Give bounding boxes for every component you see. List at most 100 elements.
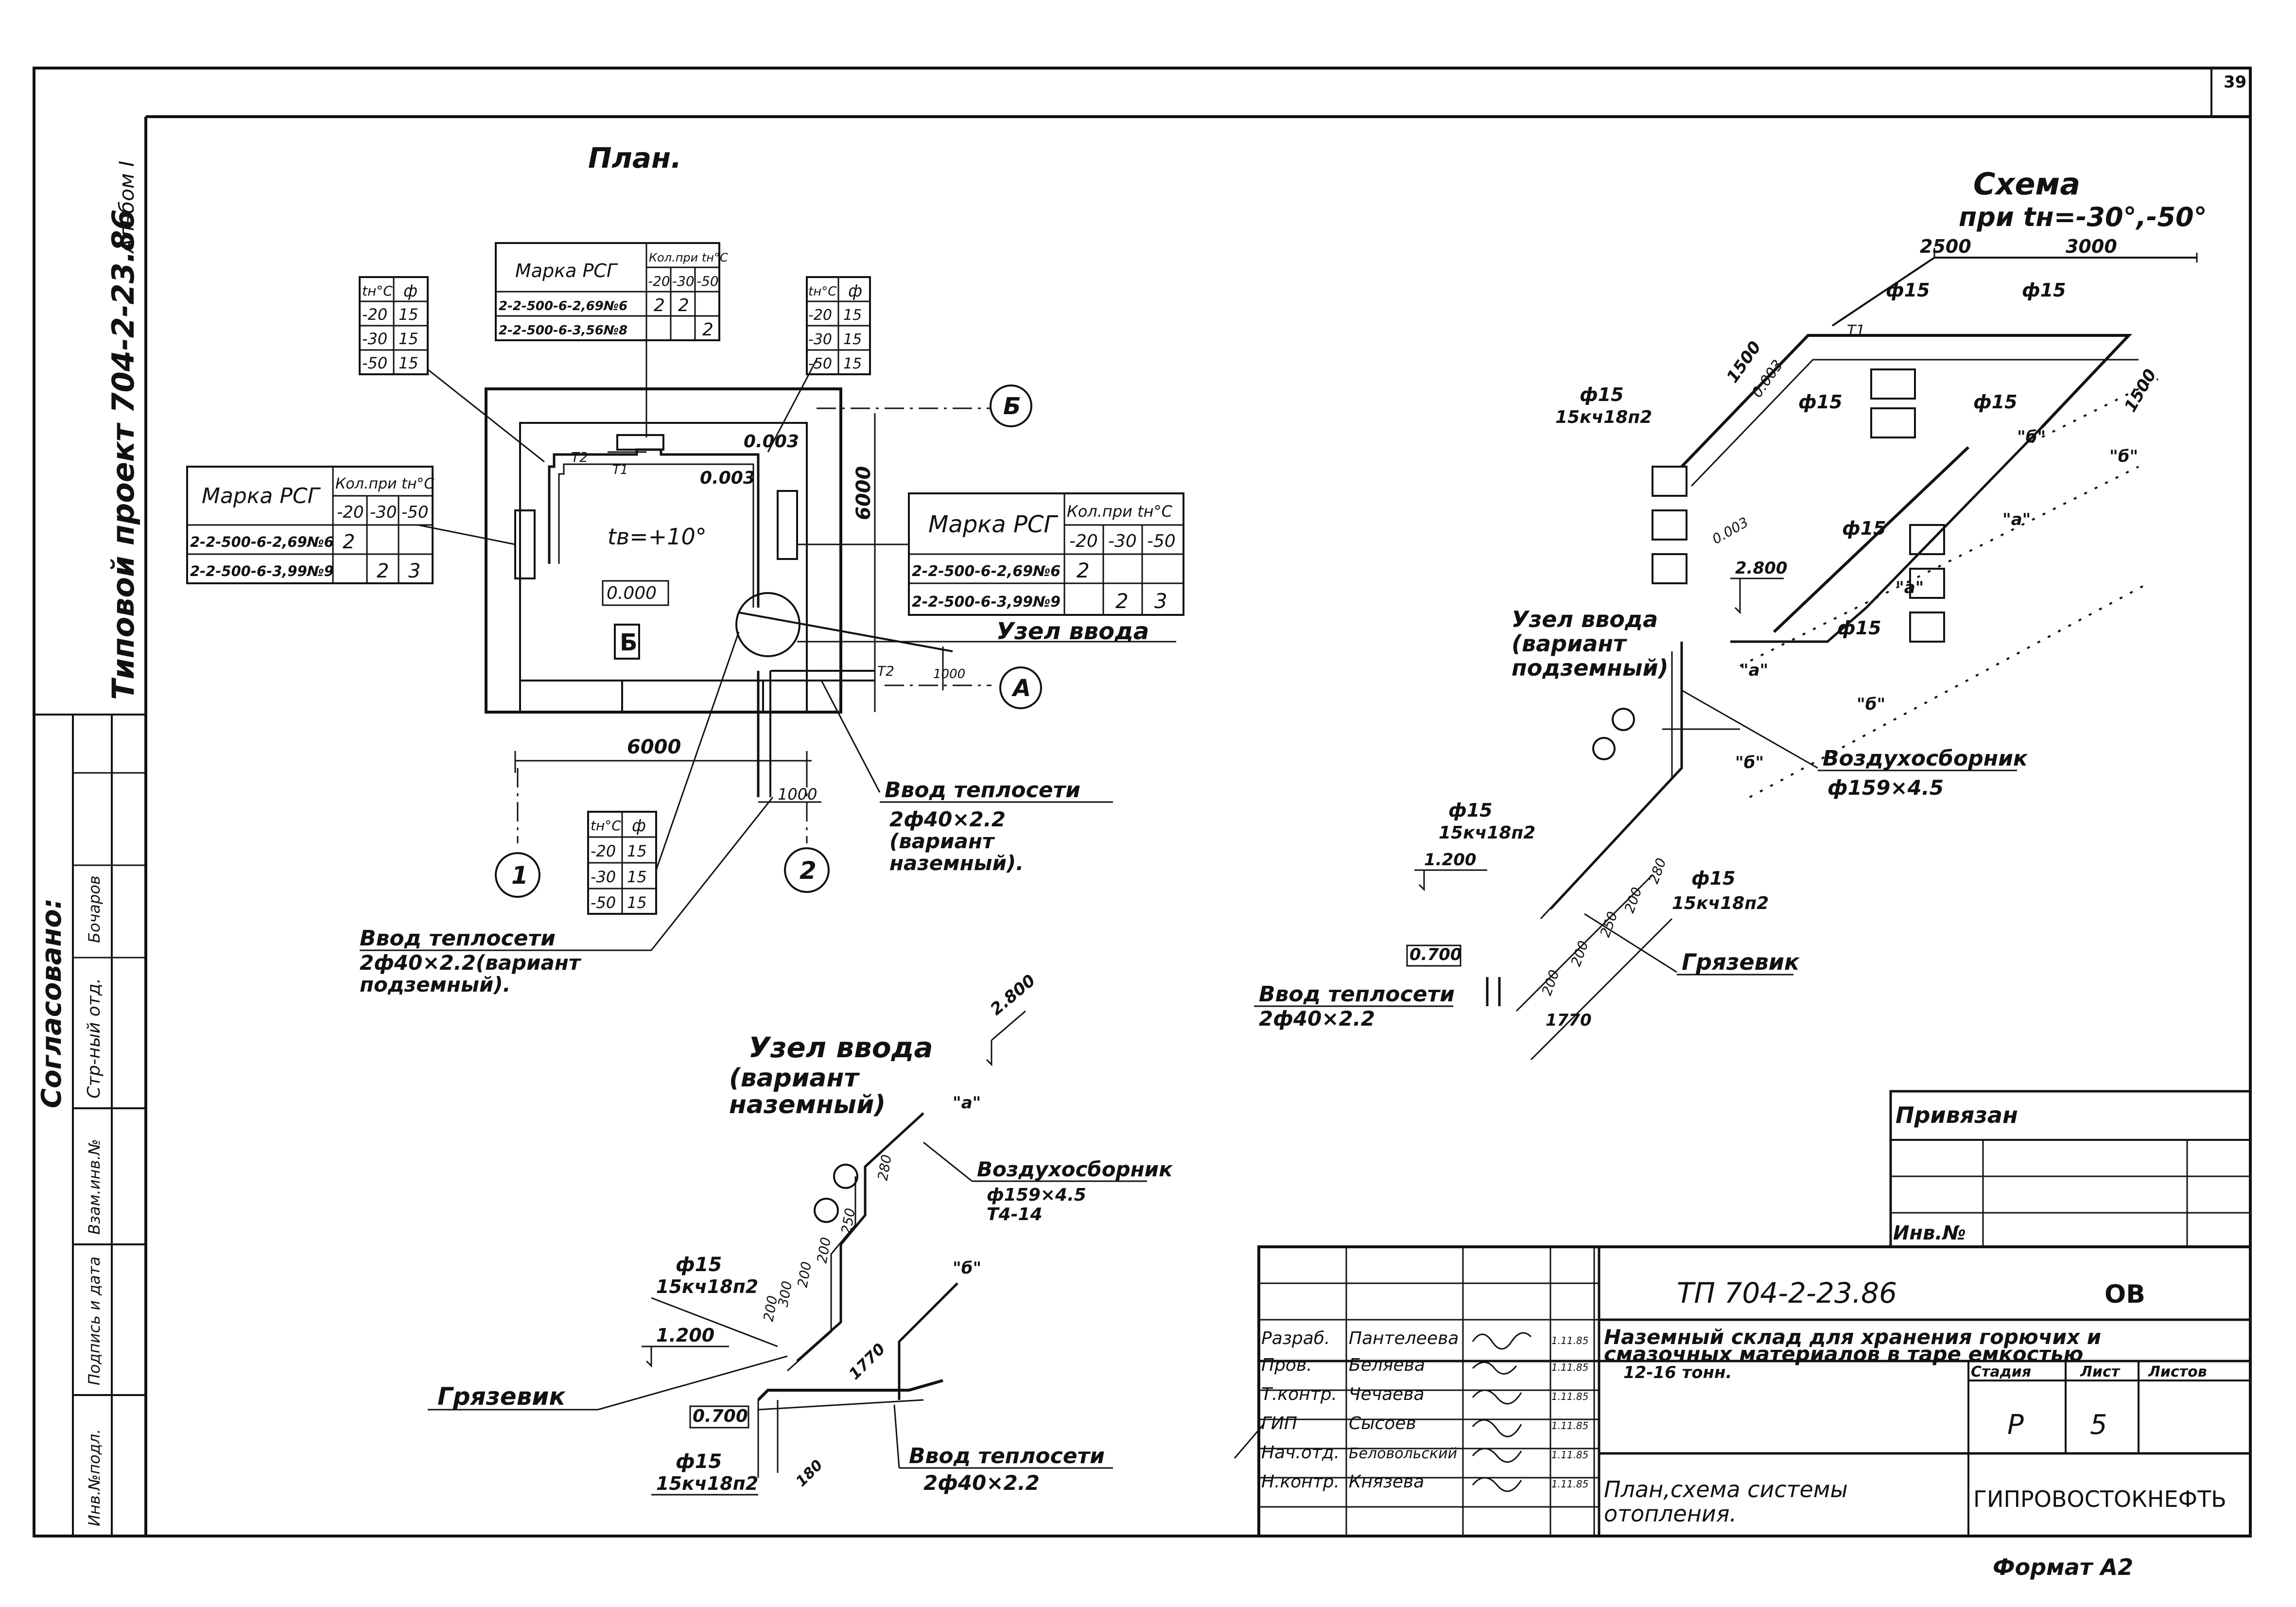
inlet-ground-line2: 2ф40×2.2: [889, 807, 1006, 831]
dim-6000-vertical: 6000: [852, 466, 875, 520]
rsg-table-left: Марка РСГ Кол.при tн°С -20 -30 -50 2-2-5…: [186, 466, 434, 584]
room-code: Б: [620, 629, 638, 656]
inlet-ground-line1: Ввод теплосети: [885, 778, 1080, 803]
inlet-node-ground: Узел ввода (вариант наземный) 2.800 1.20…: [428, 971, 1173, 1496]
rsg-left-row1-mark: 2-2-500-6-2,69№6: [190, 534, 334, 550]
heating-scheme: Схема при tн=-30°,-50° 2500 3000 1500 15…: [1254, 166, 2207, 1061]
tb-name-1: Пантелеева: [1349, 1328, 1459, 1348]
tb-date-6: 1.11.85: [1551, 1478, 1588, 1490]
rsg-top-row1-q20: 2: [654, 296, 665, 315]
dia-table-top-right: tн°С ф -20 15 -30 15 -50 15: [806, 276, 871, 375]
dia-tl-r1-t: -20: [362, 305, 387, 324]
rsg-top-row1-q30: 2: [678, 296, 689, 315]
tb-date-3: 1.11.85: [1551, 1391, 1588, 1402]
scheme-dim-1770: 1770: [1546, 1011, 1592, 1030]
dia-tr-r1-d: 15: [843, 307, 862, 324]
building-inner-wall: [519, 422, 808, 681]
tb-role-2: Пров.: [1261, 1355, 1312, 1375]
dia-tr-h-d: ф: [848, 281, 862, 301]
pipe-t1: Т1: [612, 463, 628, 477]
dia-tl-r1-d: 15: [399, 305, 418, 324]
tb-role-4: ГИП: [1261, 1414, 1297, 1433]
project-code-vertical: Типовой проект 704-2-23.86: [105, 209, 141, 700]
tb-name-6: Князева: [1349, 1472, 1424, 1492]
node-dim-200-2: 200: [794, 1260, 815, 1289]
node-ground-title1: Узел ввода: [748, 1031, 933, 1064]
node-ground-title2: (вариант: [729, 1064, 860, 1093]
col-sign-label: Подпись и дата: [85, 1257, 104, 1385]
tb-name-5: Беловольский: [1349, 1445, 1457, 1462]
agreed-label: Согласовано:: [36, 898, 68, 1108]
rsg-left-row1-q20: 2: [343, 531, 355, 553]
dia-tl-r3-t: -50: [362, 354, 387, 372]
radiator-top: [616, 434, 664, 451]
dept-label: Стр-ный отд.: [84, 978, 104, 1099]
scheme-marker-a-1: "а": [1740, 661, 1768, 680]
scheme-level-1200: 1.200: [1424, 850, 1477, 870]
signature-4: [1472, 1419, 1522, 1437]
inlet-ground-line3: (вариант: [889, 829, 995, 853]
axis-1: 1: [511, 861, 528, 890]
rsg-right-row2-q50: 3: [1154, 589, 1167, 613]
tb-role-6: Н.контр.: [1261, 1472, 1339, 1492]
rsg-left-temp-50: -50: [401, 503, 429, 522]
tb-project-name-2: смазочных материалов в таре емкостью: [1604, 1342, 2083, 1366]
scheme-dim-1500b: 1500: [2121, 366, 2160, 416]
scheme-inlet-line2: 2ф40×2.2: [1259, 1007, 1375, 1031]
rsg-top-temp-20: -20: [648, 273, 670, 289]
tb-role-3: Т.контр.: [1261, 1384, 1337, 1404]
node-gauge-1: [833, 1164, 858, 1189]
building-outer-wall: [485, 387, 842, 714]
tb-name-2: Беляева: [1349, 1355, 1425, 1375]
signature-1: [1472, 1332, 1532, 1350]
left-margin: Альбом I Типовой проект 704-2-23.86 Согл…: [34, 161, 146, 1536]
scheme-marker-a-3: "а": [2002, 510, 2031, 529]
scheme-d15-2: ф15: [2022, 279, 2066, 301]
node-mud: Грязевик: [437, 1382, 566, 1411]
tb-stage: Р: [2007, 1409, 2024, 1441]
scheme-level-2800: 2.800: [1735, 559, 1788, 578]
dia-b-h-t: tн°С: [591, 818, 621, 834]
plan-title: План.: [588, 141, 681, 175]
dia-table-top-left: tн°С ф -20 15 -30 15 -50 15: [359, 276, 429, 375]
scheme-d15-8: ф15: [1448, 800, 1493, 821]
node-level-1200: 1.200: [656, 1325, 714, 1346]
floor-level: 0.000: [607, 583, 657, 603]
title-block: Привязан Инв.№ ТП 704-2-23.86 ОВ Наземны…: [1234, 1090, 2252, 1537]
privyazan-label: Привязан: [1896, 1102, 2018, 1128]
scheme-valve-2: 15кч18п2: [1439, 823, 1535, 843]
inlet-underground-line3: подземный).: [360, 973, 511, 996]
scheme-dim-200-1: 200: [1539, 968, 1563, 998]
scheme-dim-200-3: 200: [1621, 885, 1645, 915]
rsg-top-row1-mark: 2-2-500-6-2,69№6: [499, 299, 627, 314]
col-replace-label: Взам.инв.№: [85, 1139, 104, 1235]
rsg-left-row2-mark: 2-2-500-6-3,99№9: [190, 563, 334, 579]
dia-b-r3-d: 15: [627, 893, 647, 912]
dim-1000-vertical: 1000: [933, 667, 965, 681]
tb-role-1: Разраб.: [1261, 1328, 1330, 1348]
rsg-right-temp-50: -50: [1147, 531, 1176, 551]
tb-sheet-code: ОВ: [2105, 1280, 2145, 1309]
pipe-t2-right: Т2: [877, 663, 894, 679]
tb-sheet-title-2: отопления.: [1604, 1501, 1737, 1527]
scheme-marker-b-1: "б": [1735, 753, 1764, 772]
tb-date-4: 1.11.85: [1551, 1420, 1588, 1432]
axis-bubble-b: [990, 384, 1032, 427]
rsg-right-temp-20: -20: [1069, 531, 1098, 551]
dim-6000-horizontal: 6000: [627, 736, 681, 758]
scheme-mud: Грязевик: [1682, 949, 1800, 975]
inv-label: Инв.№: [1893, 1222, 1966, 1244]
scheme-d15-7: ф15: [1580, 384, 1624, 405]
scheme-valve-3: 15кч18п2: [1672, 893, 1769, 913]
inlet-underground-line1: Ввод теплосети: [360, 926, 556, 951]
tb-role-5: Нач.отд.: [1261, 1443, 1339, 1463]
axis-bubble-a: [999, 666, 1042, 709]
node-d15-top: ф15: [676, 1254, 722, 1276]
sheet-frame: [33, 67, 2252, 1537]
rsg-top-row2-mark: 2-2-500-6-3,56№8: [499, 323, 627, 338]
node-air-line1: Воздухосборник: [977, 1157, 1173, 1181]
dim-1000: 1000: [778, 785, 817, 804]
inlet-node-label: Узел ввода: [996, 618, 1149, 645]
slope-label-1: 0.003: [744, 432, 799, 452]
scheme-slope-2: 0.003: [1709, 514, 1751, 547]
